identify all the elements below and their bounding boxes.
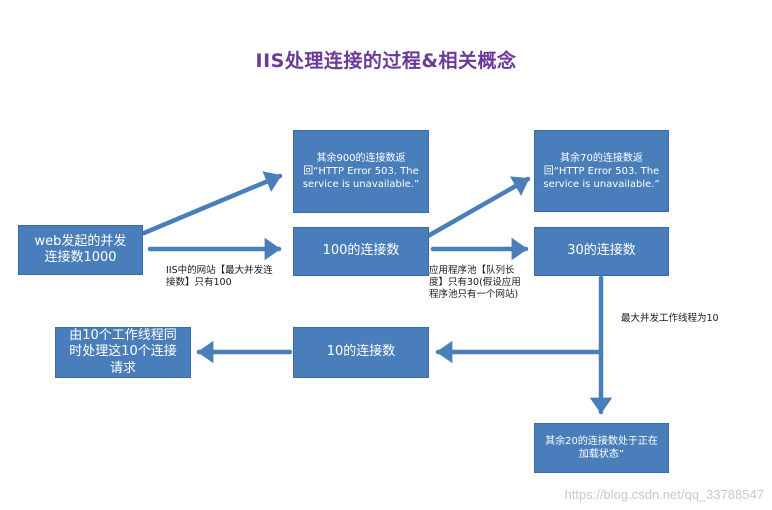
arrow-100-to-70 — [425, 176, 531, 239]
watermark: https://blog.csdn.net/qq_33788547 — [564, 487, 765, 502]
remaining-900-box: 其余900的连接数返回“HTTP Error 503. The service … — [293, 130, 429, 213]
remaining-20-label: 其余20的连接数处于正在加载状态” — [545, 436, 658, 460]
conn-100-box: 100的连接数 — [293, 227, 429, 276]
diagram-title: IIS处理连接的过程&相关概念 — [255, 50, 517, 72]
web-concurrent-label: web发起的并发连接数1000 — [34, 233, 127, 265]
app-pool-queue-note: 应用程序池【队列长度】只有30(假设应用程序池只有一个网站) — [429, 265, 521, 300]
conn-30-label: 30的连接数 — [567, 243, 636, 259]
conn-30-box: 30的连接数 — [534, 227, 669, 276]
web-concurrent-box: web发起的并发连接数1000 — [18, 225, 143, 275]
threads-10-label: 由10个工作线程同时处理这10个连接请求 — [69, 328, 177, 376]
remaining-900-label: 其余900的连接数返回“HTTP Error 503. The service … — [302, 153, 420, 190]
max-threads-note: 最大并发工作线程为10 — [621, 313, 719, 324]
threads-10-box: 由10个工作线程同时处理这10个连接请求 — [55, 327, 191, 378]
conn-100-label: 100的连接数 — [322, 243, 400, 259]
conn-10-label: 10的连接数 — [326, 344, 396, 360]
remaining-70-box: 其余70的连接数返回“HTTP Error 503. The service i… — [534, 130, 669, 212]
remaining-20-box: 其余20的连接数处于正在加载状态” — [534, 423, 669, 473]
remaining-70-label: 其余70的连接数返回“HTTP Error 503. The service i… — [543, 152, 660, 190]
arrow-1000-to-900 — [141, 171, 283, 236]
site-max-note: IIS中的网站【最大并发连接数】只有100 — [166, 265, 273, 288]
conn-10-box: 10的连接数 — [293, 327, 429, 378]
